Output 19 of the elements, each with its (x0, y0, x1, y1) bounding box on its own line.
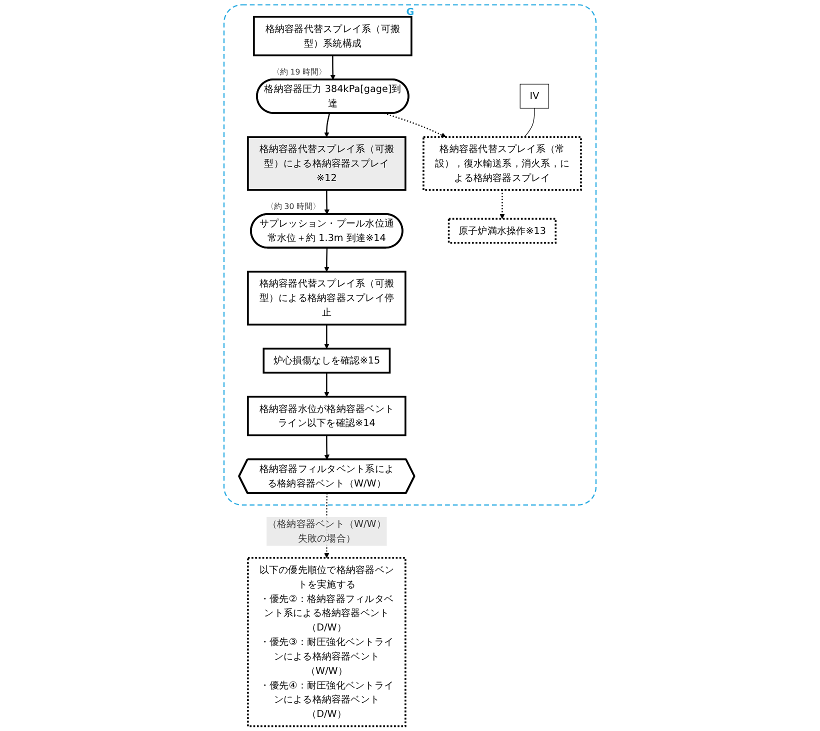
arrow (324, 435, 330, 460)
node-box: 格納容器代替スプレイ系（常設），復水輸送系，消火系，による格納容器スプレイ (422, 136, 582, 191)
node-box: 原子炉満水操作※13 (448, 218, 557, 244)
node-box: 格納容器水位が格納容器ベントライン以下を確認※14 (247, 396, 406, 436)
node-box: 格納容器代替スプレイ系（可搬型）による格納容器スプレイ停止 (247, 270, 406, 326)
arrow (324, 190, 330, 215)
node-box: IV (520, 84, 550, 108)
arrow (330, 55, 336, 80)
node-box: 格納容器代替スプレイ系（可搬型）系統構成 (253, 16, 412, 56)
connector (524, 108, 535, 138)
node-box: 以下の優先順位で格納容器ベントを実施する ・優先②：格納容器フィルタベント系による格納容器ベント（D/W） ・優先③：耐圧強化ベントラインによる格納容器ベント（W/W） ・優先④：耐圧強化ベントラインによる格納容器ベント（D/W） (247, 556, 406, 728)
arrow (324, 324, 330, 349)
node-box: 炉心損傷なしを確認※15 (262, 348, 391, 374)
arrow (324, 248, 330, 272)
arrow (384, 112, 446, 138)
edge-label: （格納容器ベント（W/W）失敗の場合） (267, 518, 386, 544)
node-box: 格納容器代替スプレイ系（可搬型）による格納容器スプレイ※12 (247, 136, 406, 191)
arrow (324, 372, 330, 397)
arrow (324, 113, 330, 138)
